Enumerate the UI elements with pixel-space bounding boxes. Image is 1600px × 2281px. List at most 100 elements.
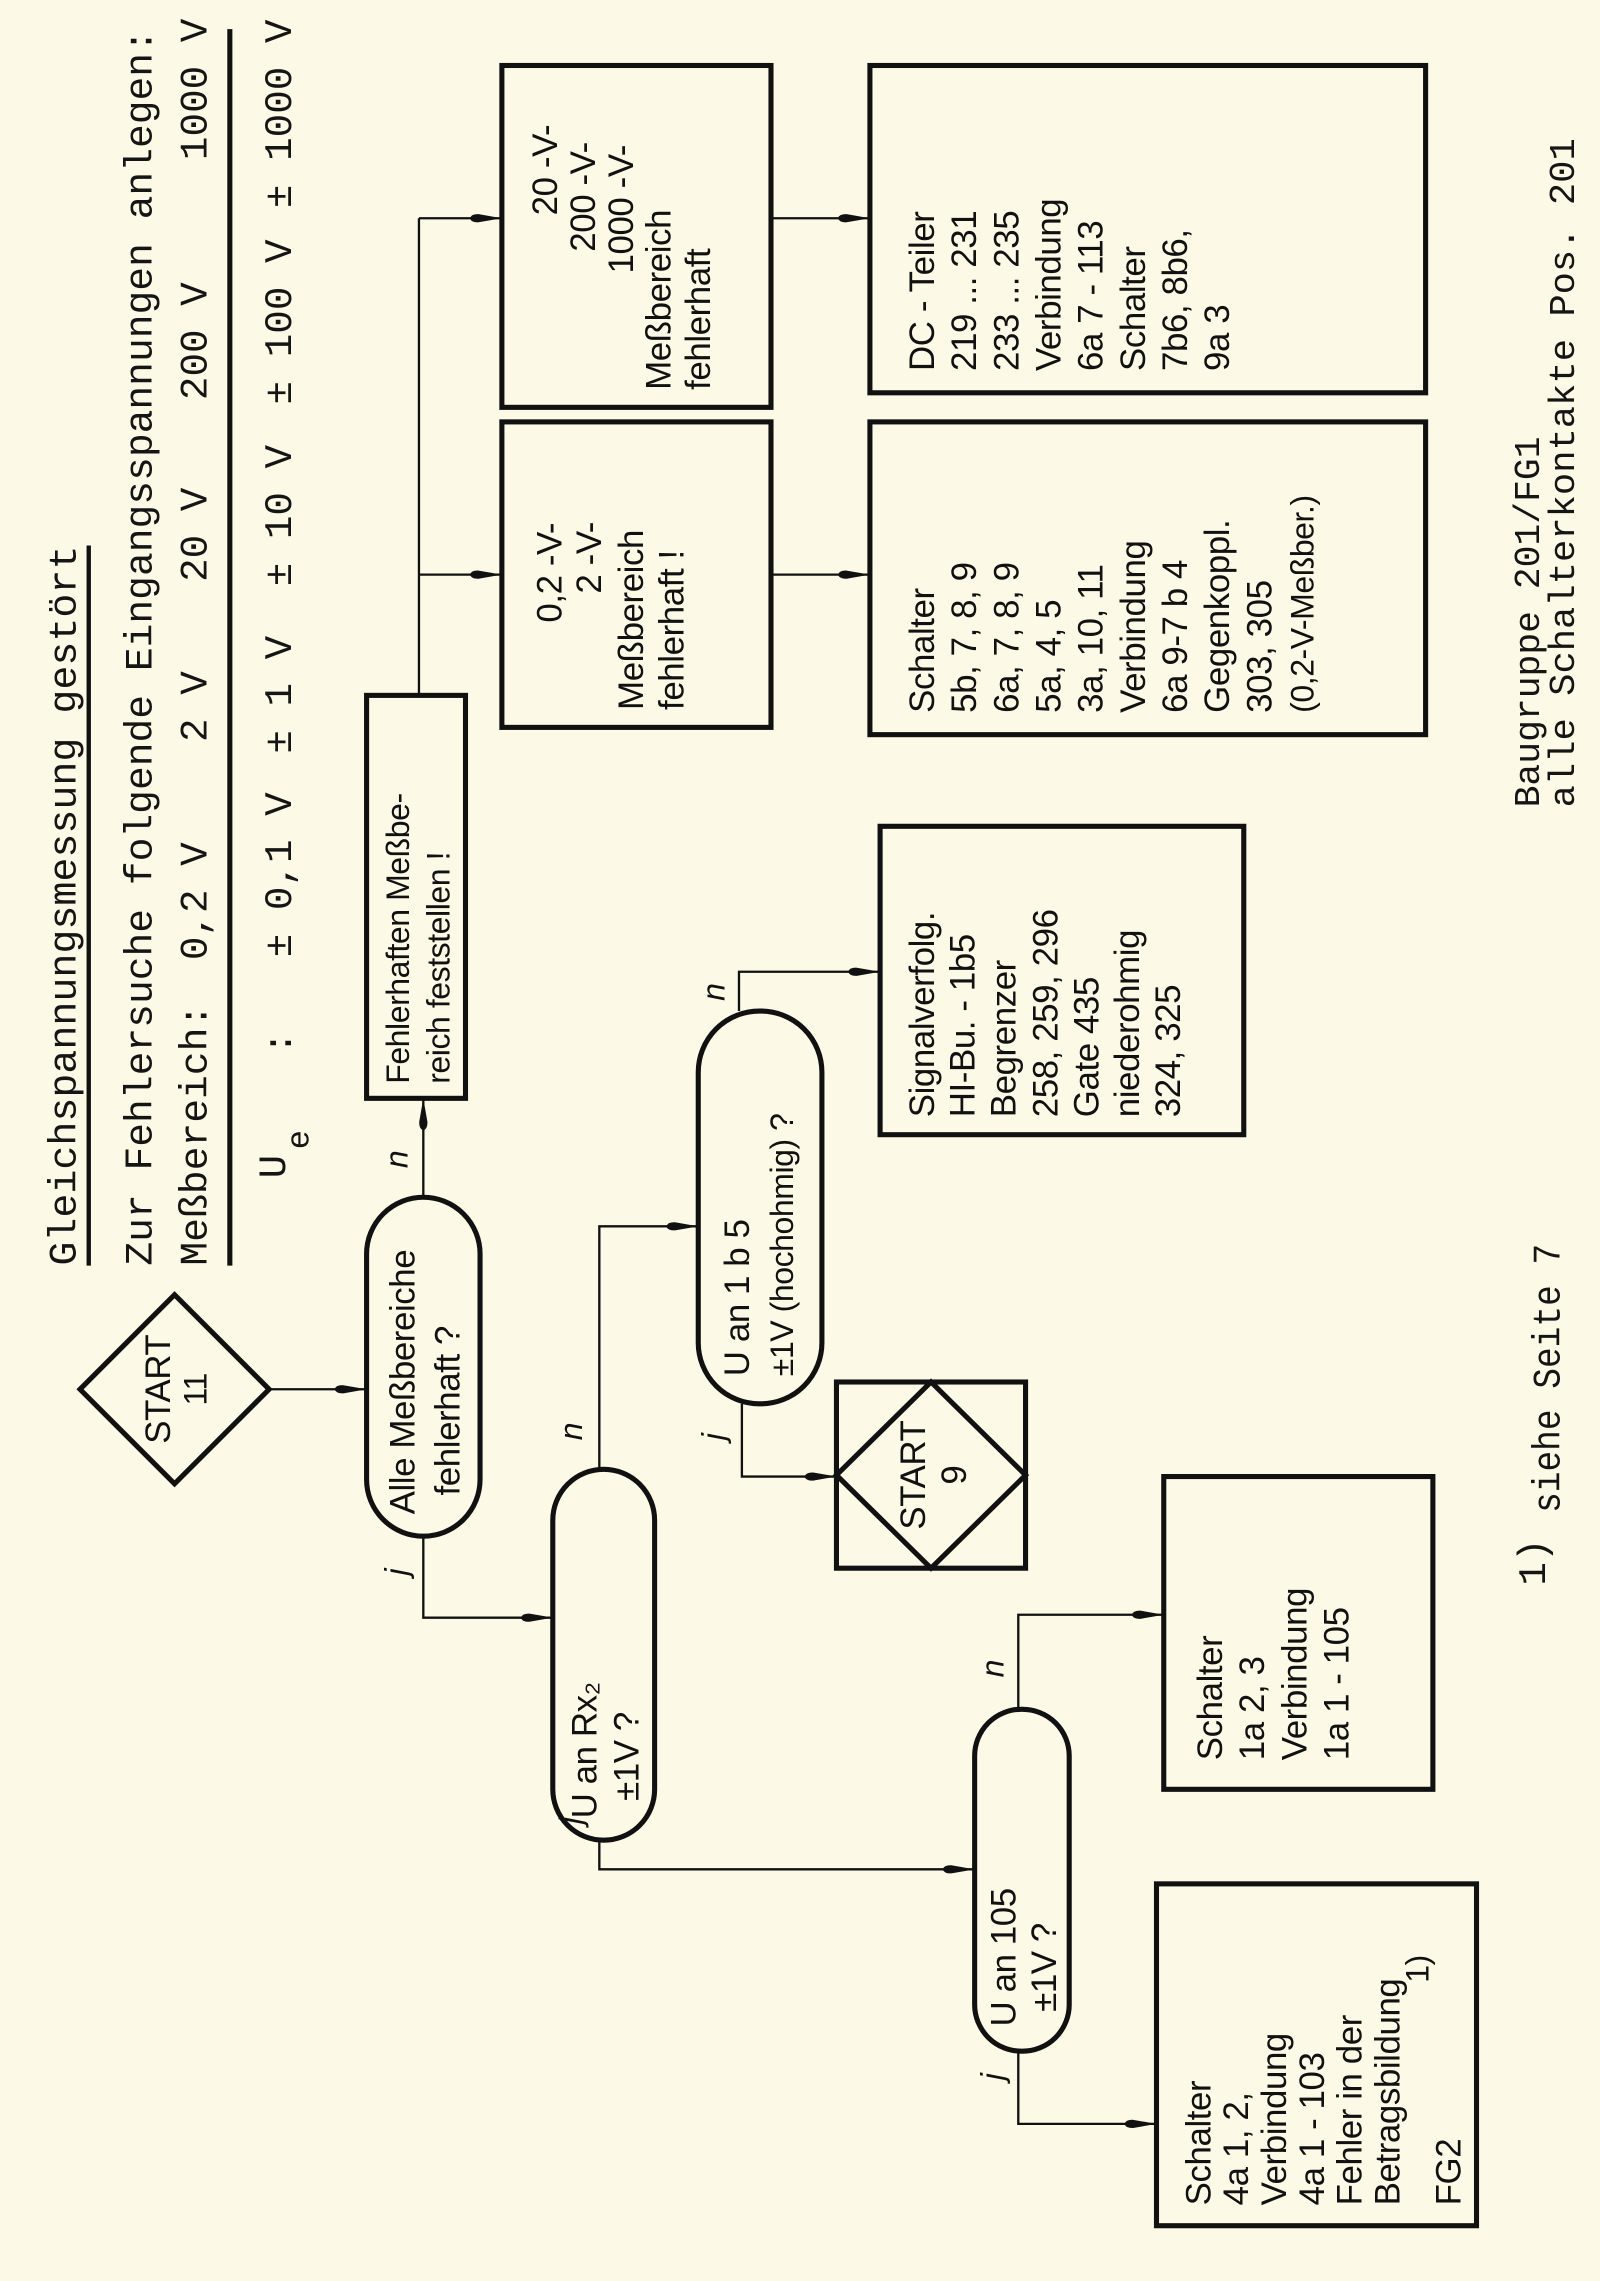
decision-text: Alle Meßbereiche xyxy=(384,1250,423,1515)
box-text: HI-Bu. - 1b5 xyxy=(944,934,983,1117)
box-text: Gegenkoppl. xyxy=(1198,520,1237,713)
decision-105: U an 105 ±1V ? xyxy=(972,1706,1072,2054)
box-text: (0,2-V-Meßber.) xyxy=(1285,495,1321,713)
box-text: 6a 9-7 b 4 xyxy=(1156,560,1195,713)
start-label: START xyxy=(894,1420,933,1529)
edge-labels: n j n j n j n j xyxy=(378,983,1010,2084)
box-text: 233 ... 235 xyxy=(987,211,1026,371)
range-label: Meßbereich: xyxy=(174,1004,219,1266)
ue-value: ± 0,1 V xyxy=(258,792,303,957)
box-105-yes: Schalter 4a 1, 2, Verbindung 4a 1 - 103 … xyxy=(1153,1881,1480,2229)
box-text: 0,2 -V- xyxy=(531,523,570,623)
box-text: Schalter xyxy=(1179,2080,1218,2205)
box-text: 258, 259, 296 xyxy=(1027,909,1066,1117)
edge-label-no: n xyxy=(553,1422,589,1440)
decision-pill xyxy=(695,1008,825,1407)
box-text: 5b, 7, 8, 9 xyxy=(945,562,984,712)
footnote-mark: 1) xyxy=(1512,1539,1557,1586)
box-text: 4a 1, 2, xyxy=(1217,2092,1256,2205)
ue-value: ± 1000 V xyxy=(258,19,303,208)
box-text: Verbindung xyxy=(1114,541,1153,713)
box-text: Verbindung xyxy=(1255,2033,1294,2205)
box-text: 7b6, 8b6, xyxy=(1156,229,1195,371)
box-text: Verbindung xyxy=(1029,199,1068,371)
start-9-connector[interactable]: START 9 xyxy=(832,1378,1030,1572)
process-box xyxy=(867,419,1429,738)
decision-pill xyxy=(972,1706,1072,2054)
box-find-faulty-range: Fehlerhaften Meßbe- reich feststellen ! xyxy=(364,692,469,1101)
box-text: Fehler in der xyxy=(1331,2014,1370,2205)
box-text: 20 -V- xyxy=(526,125,565,216)
decision-text: U an 1 b 5 xyxy=(718,1219,757,1376)
header: Gleichspannungsmessung gestört Zur Fehle… xyxy=(43,18,318,1266)
box-low-range-parts: Schalter 5b, 7, 8, 9 6a, 7, 8, 9 5a, 4, … xyxy=(867,419,1429,738)
page-title: Gleichspannungsmessung gestört xyxy=(43,546,88,1266)
box-text: Meßbereich xyxy=(612,530,651,710)
ue-value: ± 1 V xyxy=(258,635,303,753)
ue-colon: : xyxy=(258,1031,303,1055)
box-text: 6a, 7, 8, 9 xyxy=(987,562,1026,712)
decision-text: ±1V ? xyxy=(608,1712,647,1801)
arrow-all-yes xyxy=(422,1536,553,1622)
decision-pill xyxy=(550,1466,658,1843)
connectors xyxy=(269,214,1164,2128)
range-value: 0,2 V xyxy=(174,842,219,960)
arrow-1b5-no xyxy=(737,967,881,1012)
start-diamond xyxy=(76,1291,273,1488)
box-text: Gate 435 xyxy=(1067,977,1106,1117)
decision-all-ranges: Alle Meßbereiche fehlerhaft ? xyxy=(364,1194,483,1539)
arrow-rx2-no xyxy=(598,1222,699,1470)
ue-symbol: U xyxy=(252,1155,297,1179)
box-text: reich feststellen ! xyxy=(421,852,457,1084)
range-value: 20 V xyxy=(174,487,219,582)
ue-subscript: e xyxy=(281,1130,318,1149)
decision-text: ±1V (hochohmig) ? xyxy=(764,1113,800,1376)
decision-1b5: U an 1 b 5 ±1V (hochohmig) ? xyxy=(695,1008,825,1407)
range-value: 1000 V xyxy=(174,18,219,160)
box-text: Signalverfolg. xyxy=(903,912,942,1117)
box-text: 219 ... 231 xyxy=(945,211,984,371)
box-text: 2 -V- xyxy=(570,522,609,594)
box-text: Fehlerhaften Meßbe- xyxy=(380,793,416,1084)
box-text: Verbindung xyxy=(1275,1588,1314,1760)
range-value: 200 V xyxy=(174,282,219,400)
instruction-text: Zur Fehlersuche folgende Eingangsspannun… xyxy=(118,29,163,1265)
box-text: 200 -V- xyxy=(564,142,603,252)
box-text: Schalter xyxy=(1114,246,1153,371)
process-box xyxy=(364,692,469,1101)
footnote-reference: 1) xyxy=(1400,1955,1436,1983)
edge-label-no: n xyxy=(695,983,731,1001)
decision-text: U an Rx₂ xyxy=(565,1682,604,1818)
box-text: DC - Teiler xyxy=(903,211,942,371)
box-low-ranges: 0,2 -V- 2 -V- Meßbereich fehlerhaft ! xyxy=(499,419,774,730)
box-text: 4a 1 - 103 xyxy=(1293,2053,1332,2206)
decision-text: U an 105 xyxy=(984,1888,1023,2026)
connector-diamond xyxy=(832,1378,1030,1572)
box-text: 6a 7 - 113 xyxy=(1072,221,1111,371)
start-number: 9 xyxy=(935,1466,974,1485)
module-line: Baugruppe 201/FG1 xyxy=(1509,436,1550,807)
range-value: 2 V xyxy=(174,671,219,742)
box-text: 3a, 10, 11 xyxy=(1072,565,1111,713)
box-text: Schalter xyxy=(903,587,942,712)
arrow-105-yes xyxy=(1017,2051,1157,2128)
footer: 1) siehe Seite 7 Baugruppe 201/FG1 alle … xyxy=(1509,138,1585,1585)
box-text: 1000 -V- xyxy=(602,145,641,273)
edge-label-yes: j xyxy=(975,2072,1011,2084)
box-text: 1a 1 - 105 xyxy=(1318,1607,1357,1760)
process-box xyxy=(877,823,1247,1138)
box-text: 9a 3 xyxy=(1198,305,1237,371)
box-text: fehlerhaft xyxy=(679,248,718,390)
module-line: alle Schalterkontakte Pos. 201 xyxy=(1544,138,1585,807)
box-text: 303, 305 xyxy=(1240,580,1279,712)
arrow-105-no xyxy=(1017,1610,1164,1710)
box-text: 1a 2, 3 xyxy=(1233,1657,1272,1761)
box-105-no: Schalter 1a 2, 3 Verbindung 1a 1 - 105 xyxy=(1161,1474,1436,1792)
edge-label-yes: j xyxy=(378,1567,414,1579)
box-text: 324, 325 xyxy=(1149,985,1188,1117)
decision-text: ±1V ? xyxy=(1025,1923,1064,2012)
box-high-ranges: 20 -V- 200 -V- 1000 -V- Meßbereich fehle… xyxy=(499,62,774,410)
box-text: Betragsbildung xyxy=(1368,1979,1407,2206)
